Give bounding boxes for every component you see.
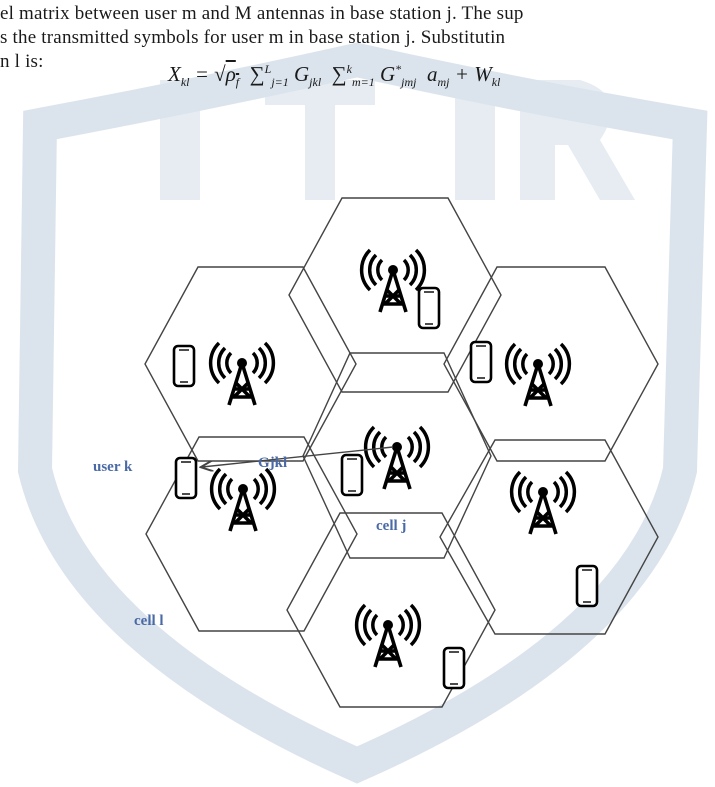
label-cell-l: cell l [134,613,164,629]
hex-cell-lower-left [145,436,358,632]
label-gjkl: Gjkl [258,455,287,471]
phone-bottom-icon [442,646,466,690]
paper-text-line-2: s the transmitted symbols for user m in … [0,27,506,48]
tower-bottom-icon [354,603,422,669]
tower-lower-left-icon [209,467,277,533]
phone-user-k-icon [174,456,198,500]
label-user-k: user k [93,459,133,475]
equation: Xkl = √ρf ∑Lj=1 Gjkl ∑km=1 G*jmj amj + W… [168,62,501,90]
hex-cell-lower-right [439,439,659,635]
tower-upper-left-icon [208,341,276,407]
phone-center-icon [340,453,364,497]
hex-cell-upper-left [144,266,357,462]
phone-upper-left-icon [172,344,196,388]
paper-text-line-3: n l is: [0,51,44,72]
hex-cell-bottom [286,512,496,708]
tower-upper-right-icon [504,342,572,408]
tower-lower-right-icon [509,470,577,536]
watermark-letter-i-left [160,80,200,200]
watermark-letter-r [520,80,635,200]
phone-top-icon [417,286,441,330]
phone-upper-right-icon [469,340,493,384]
tower-top-icon [359,248,427,314]
hex-cell-top [288,197,502,393]
watermark-letter-i-right [455,80,495,200]
watermark-shield [17,42,708,784]
tower-center-icon [363,425,431,491]
channel-arrow [202,446,394,467]
label-cell-j: cell j [376,518,406,534]
phone-lower-right-icon [575,564,599,608]
paper-text-line-1: el matrix between user m and M antennas … [0,3,524,24]
hex-cell-upper-right [443,266,659,462]
watermark-letter-t [265,80,375,200]
